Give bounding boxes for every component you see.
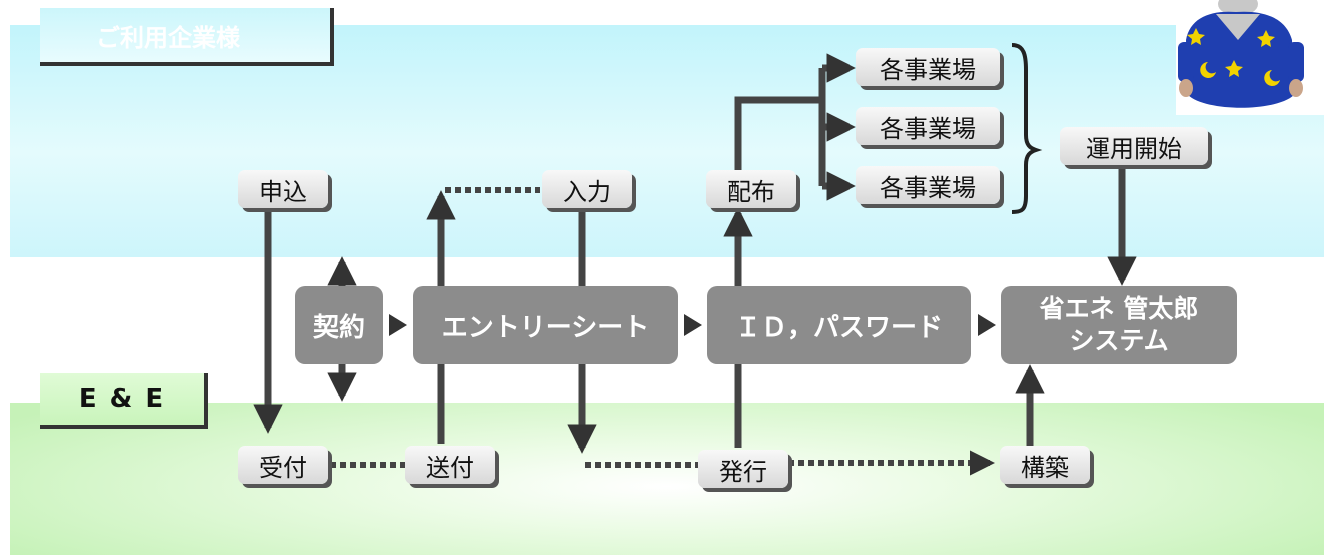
- label-haifu: 配布: [706, 170, 796, 208]
- process-keiyaku: 契約: [295, 286, 383, 364]
- wizard-character-icon: [1176, 0, 1324, 115]
- company-section-tab: ご利用企業様: [40, 8, 334, 66]
- label-sofu: 送付: [405, 446, 495, 484]
- process-system-line1: 省エネ 管太郎: [1039, 294, 1199, 323]
- label-uketsuke: 受付: [238, 446, 328, 484]
- ee-band: [10, 403, 1324, 555]
- process-system-line2: システム: [1069, 326, 1169, 355]
- label-moshikomi: 申込: [238, 170, 328, 208]
- arrow-keiyaku-entry: [389, 314, 407, 336]
- process-id-password: ＩＤ，パスワード: [707, 286, 971, 364]
- process-system: 省エネ 管太郎 システム: [1001, 286, 1237, 364]
- label-jigyosho-2: 各事業場: [856, 107, 1000, 145]
- label-nyuryoku: 入力: [542, 170, 632, 208]
- company-section-label: ご利用企業様: [96, 23, 240, 52]
- wizard-character-drawing: [1178, 0, 1304, 108]
- ee-section-label: E & E: [78, 384, 166, 414]
- label-jigyosho-1: 各事業場: [856, 48, 1000, 86]
- ee-section-tab: E & E: [40, 373, 208, 429]
- process-entry-sheet: エントリーシート: [413, 286, 678, 364]
- label-jigyosho-3: 各事業場: [856, 166, 1000, 204]
- jigyosho-brace: [1011, 43, 1043, 214]
- label-kochiku: 構築: [1000, 446, 1090, 484]
- dotted-connectors: [330, 187, 996, 476]
- arrow-entry-id: [684, 314, 702, 336]
- connector-haifu-branch: [734, 96, 822, 172]
- label-unyo: 運用開始: [1060, 127, 1208, 165]
- arrow-id-system: [978, 314, 996, 336]
- label-hakko: 発行: [698, 450, 788, 488]
